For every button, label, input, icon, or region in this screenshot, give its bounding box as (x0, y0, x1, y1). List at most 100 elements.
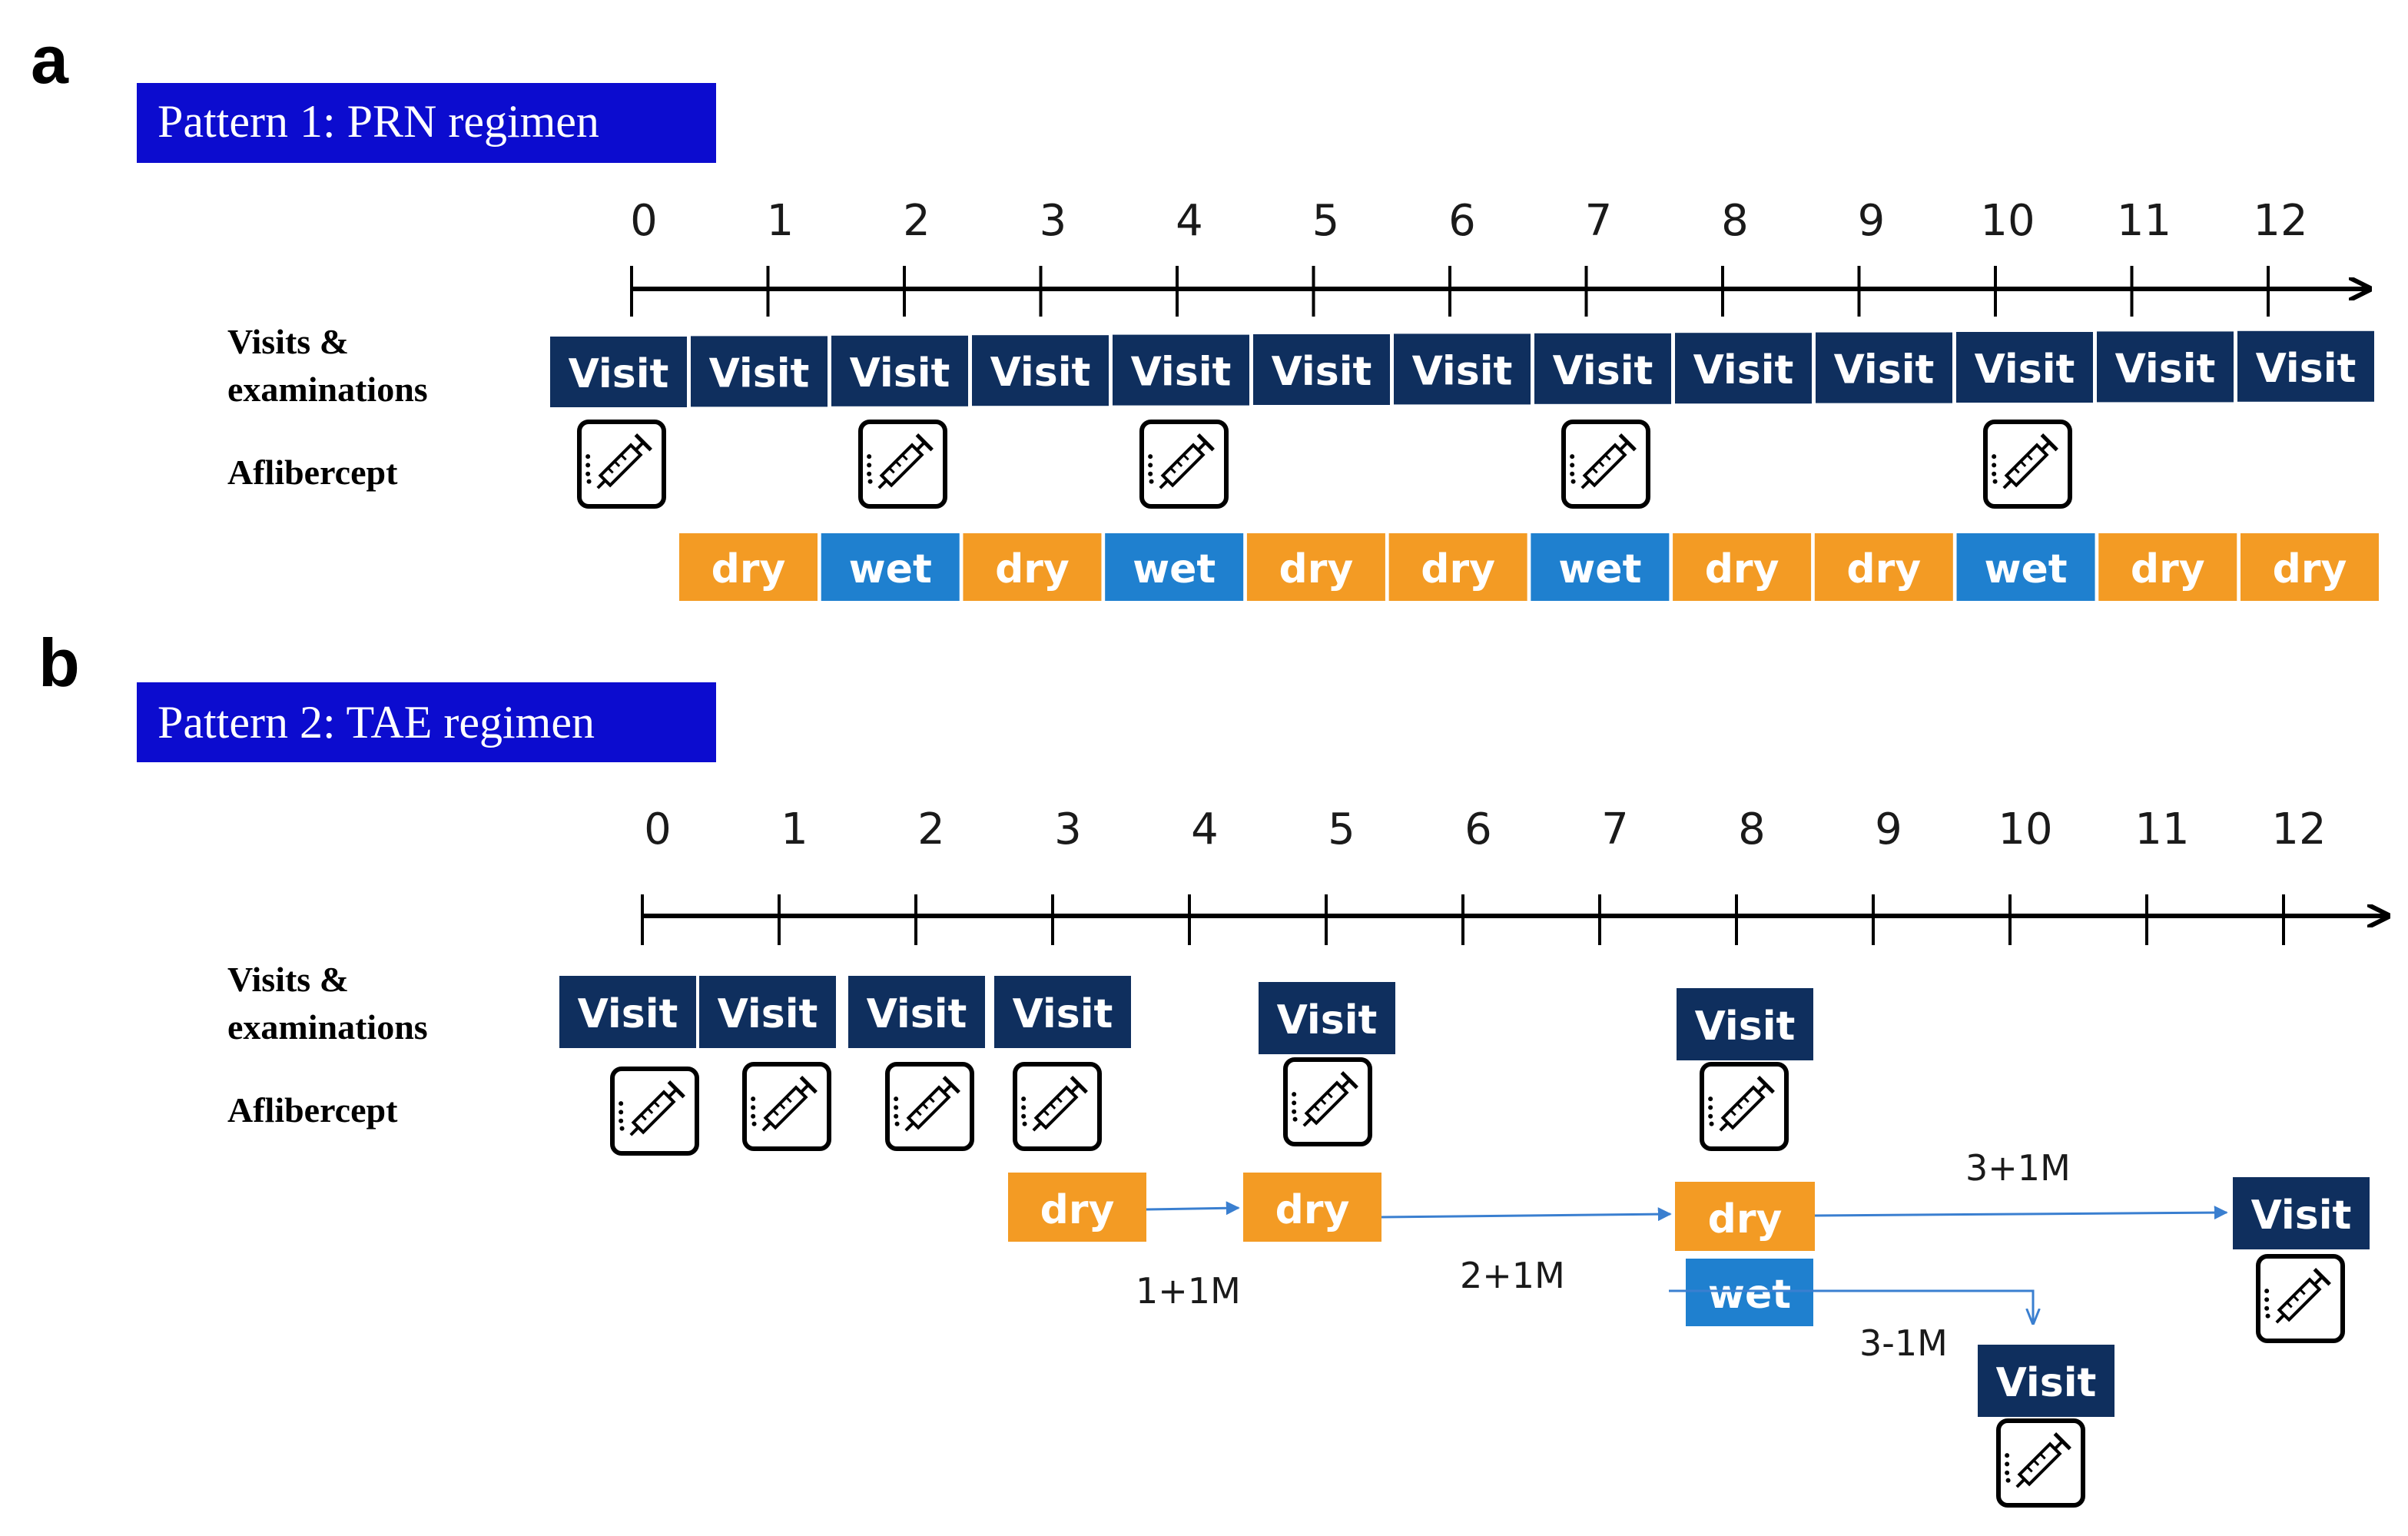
panel-b-visits-label-line1: Visits & (227, 960, 349, 999)
panel-a-title-box (137, 83, 716, 163)
svg-text:Visit: Visit (2251, 1193, 2352, 1239)
svg-text:Visit: Visit (1975, 347, 2075, 393)
interval-arrow (1146, 1201, 1240, 1216)
interval-arrow (1814, 1206, 2228, 1220)
visit-box: Visit (2097, 331, 2234, 403)
visit-box: Visit (1978, 1345, 2114, 1417)
status-box-dry: dry (1673, 533, 1812, 601)
svg-text:Visit: Visit (867, 991, 967, 1037)
panel-a-visits-label-line1: Visits & (227, 322, 349, 361)
axis-tick-label: 4 (1176, 196, 1203, 246)
svg-text:wet: wet (1133, 546, 1216, 592)
visit-box: Visit (550, 337, 687, 407)
visit-box: Visit (559, 976, 696, 1048)
syringe-icon (1139, 420, 1229, 509)
interval-label: 3+1M (1965, 1147, 2071, 1189)
visit-box: Visit (831, 335, 968, 406)
axis-tick-label: 7 (1601, 804, 1629, 854)
visit-box: Visit (2237, 330, 2374, 402)
interval-arrow (1381, 1207, 1672, 1222)
status-box-dry: dry (1008, 1173, 1146, 1242)
svg-text:Visit: Visit (2256, 346, 2357, 392)
svg-text:Visit: Visit (709, 350, 810, 396)
visit-box: Visit (1677, 988, 1813, 1060)
axis-tick-label: 5 (1312, 196, 1340, 246)
svg-text:dry: dry (1275, 1187, 1350, 1233)
status-box-dry: dry (1243, 1173, 1381, 1242)
axis-tick-label: 0 (630, 196, 658, 246)
axis-tick-label: 6 (1448, 196, 1476, 246)
svg-text:Visit: Visit (1695, 1004, 1796, 1050)
svg-text:Visit: Visit (990, 350, 1091, 396)
interval-label: 1+1M (1136, 1270, 1241, 1312)
syringe-icon (2256, 1254, 2345, 1343)
panel-b-title: Pattern 2: TAE regimen (158, 697, 595, 748)
svg-text:dry: dry (1708, 1196, 1783, 1242)
axis-tick-label: 10 (1980, 196, 2035, 246)
svg-text:dry: dry (1846, 546, 1921, 592)
visit-box: Visit (1394, 333, 1531, 405)
visit-box: Visit (1113, 334, 1249, 406)
svg-text:Visit: Visit (569, 351, 669, 397)
visit-box: Visit (691, 336, 828, 407)
axis-tick-label: 1 (767, 196, 794, 246)
axis-tick-label: 1 (781, 804, 808, 854)
panel-b-drug-label: Aflibercept (227, 1090, 398, 1130)
axis-tick-label: 8 (1721, 196, 1749, 246)
svg-text:dry: dry (1705, 546, 1779, 592)
axis-tick-label: 2 (917, 804, 945, 854)
syringe-icon (858, 420, 947, 509)
status-box-dry: dry (963, 533, 1102, 601)
axis-tick-label: 6 (1464, 804, 1492, 854)
svg-text:wet: wet (1708, 1272, 1791, 1318)
svg-text:Visit: Visit (1277, 997, 1378, 1043)
axis-tick-label: 4 (1191, 804, 1219, 854)
svg-text:Visit: Visit (1013, 991, 1113, 1037)
panel-b-status: dry dry dry wet (1008, 1173, 1815, 1326)
axis-tick-label: 11 (2117, 196, 2171, 246)
panel-b-visits-label-line2: examinations (227, 1007, 428, 1047)
axis-tick-label: 3 (1040, 196, 1067, 246)
svg-text:dry: dry (711, 546, 786, 592)
svg-text:dry: dry (1421, 546, 1495, 592)
visit-box: Visit (972, 335, 1109, 406)
svg-text:Visit: Visit (1693, 347, 1794, 393)
status-box-wet: wet (1105, 533, 1244, 601)
syringe-icon (1013, 1062, 1102, 1151)
svg-text:Visit: Visit (1412, 348, 1513, 394)
status-box-wet: wet (1956, 533, 2095, 601)
syringe-icon (885, 1062, 974, 1151)
panel-b-title-box (137, 682, 716, 762)
svg-text:wet: wet (849, 546, 932, 592)
svg-text:Visit: Visit (1834, 347, 1935, 393)
visit-box: Visit (699, 976, 836, 1048)
panel-a-title: Pattern 1: PRN regimen (158, 96, 599, 147)
svg-text:Visit: Visit (718, 991, 818, 1037)
svg-text:Visit: Visit (578, 991, 678, 1037)
syringe-icon (610, 1067, 699, 1156)
panel-a-letter: a (31, 22, 69, 98)
svg-text:dry: dry (2131, 546, 2205, 592)
panel-b-visits: Visit Visit Visit Visit Visit Visit Visi… (559, 976, 2370, 1417)
panel-b-letter: b (38, 625, 80, 701)
interval-label: 3-1M (1859, 1322, 1948, 1364)
visit-box: Visit (994, 976, 1131, 1048)
status-box-dry: dry (1246, 533, 1385, 601)
status-box-dry: dry (1388, 533, 1527, 601)
svg-text:dry: dry (1279, 546, 1354, 592)
status-box-wet: wet (1686, 1259, 1813, 1326)
axis-tick-label: 3 (1054, 804, 1082, 854)
status-box-wet: wet (1531, 533, 1670, 601)
visit-box: Visit (1816, 332, 1952, 403)
panel-b: b Pattern 2: TAE regimen Visits & examin… (38, 625, 2388, 1508)
status-box-dry: dry (1675, 1182, 1815, 1251)
syringe-icon (1561, 420, 1650, 509)
syringe-icon (742, 1062, 831, 1151)
syringe-icon (1983, 420, 2072, 509)
